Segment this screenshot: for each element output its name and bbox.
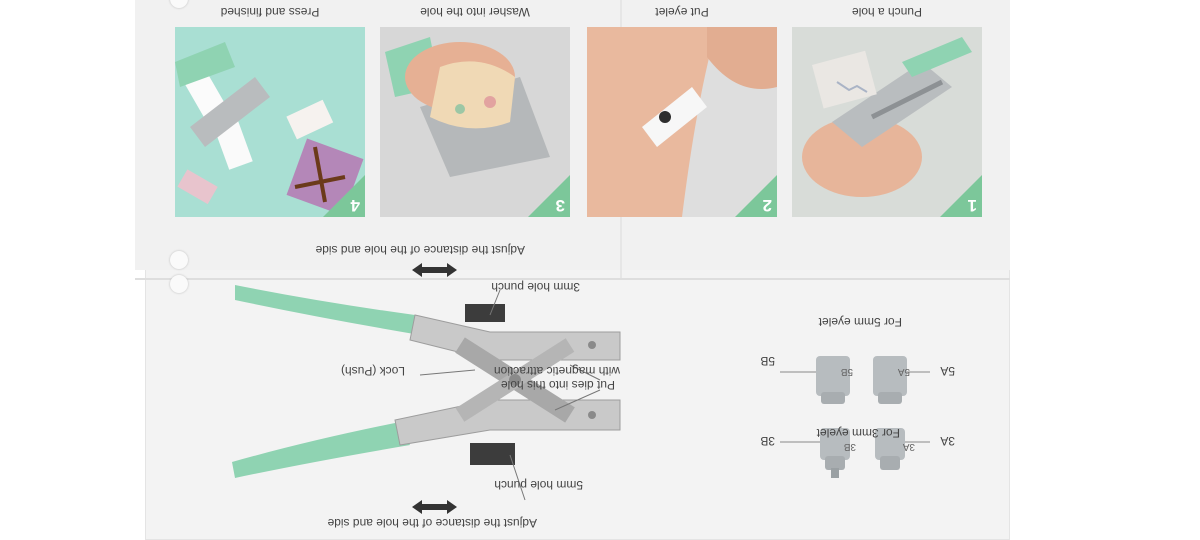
die-mark-5b: 5B xyxy=(840,366,853,377)
step-1-label: Punch a hole xyxy=(851,5,923,19)
die-set-5mm xyxy=(780,356,930,404)
die-mark-3b: 3B xyxy=(843,441,856,452)
step-2: 2 xyxy=(587,27,777,217)
step-2-photo xyxy=(587,27,777,217)
eyelet-plier-diagram xyxy=(232,285,621,501)
punch-3mm-label: 3mm hole punch xyxy=(491,280,580,294)
die-mark-5a: 5A xyxy=(897,366,910,377)
step-number: 3 xyxy=(555,196,565,215)
step-1-photo xyxy=(792,27,982,217)
step-number: 1 xyxy=(967,196,977,215)
die-label-5a: 5A xyxy=(940,364,955,378)
binder-hole xyxy=(170,275,188,293)
adjust-distance-label-top: Adjust the distance of the hole and side xyxy=(327,516,537,530)
punch-5mm-label: 5mm hole punch xyxy=(494,478,583,492)
die-label-3a: 3A xyxy=(940,434,955,448)
step-number: 2 xyxy=(762,196,772,215)
step-3-label: Washer into the hole xyxy=(420,5,530,19)
double-arrow-icon xyxy=(412,263,457,277)
lock-push-label: Lock (Push) xyxy=(340,364,405,378)
step-number: 4 xyxy=(350,196,360,215)
die-caption-3mm: For 3mm eyelet xyxy=(816,426,900,440)
step-4-label: Press and finished xyxy=(220,5,320,19)
die-set-3mm xyxy=(780,428,930,478)
binder-hole xyxy=(170,251,188,269)
step-3-photo xyxy=(380,27,570,217)
dies-hole-label-line2: with magnetic attraction xyxy=(493,364,620,378)
step-3: 3 xyxy=(380,27,570,217)
step-2-label: Put eyelet xyxy=(655,5,709,19)
adjust-distance-label-bottom: Adjust the distance of the hole and side xyxy=(315,243,525,257)
step-4: 4 xyxy=(175,27,365,217)
die-caption-5mm: For 5mm eyelet xyxy=(818,315,902,329)
double-arrow-icon xyxy=(412,500,457,514)
step-4-photo xyxy=(175,27,365,217)
dies-hole-label-line1: Put dies into this hole xyxy=(500,378,615,392)
die-mark-3a: 3A xyxy=(902,441,915,452)
step-1: 1 xyxy=(792,27,982,217)
